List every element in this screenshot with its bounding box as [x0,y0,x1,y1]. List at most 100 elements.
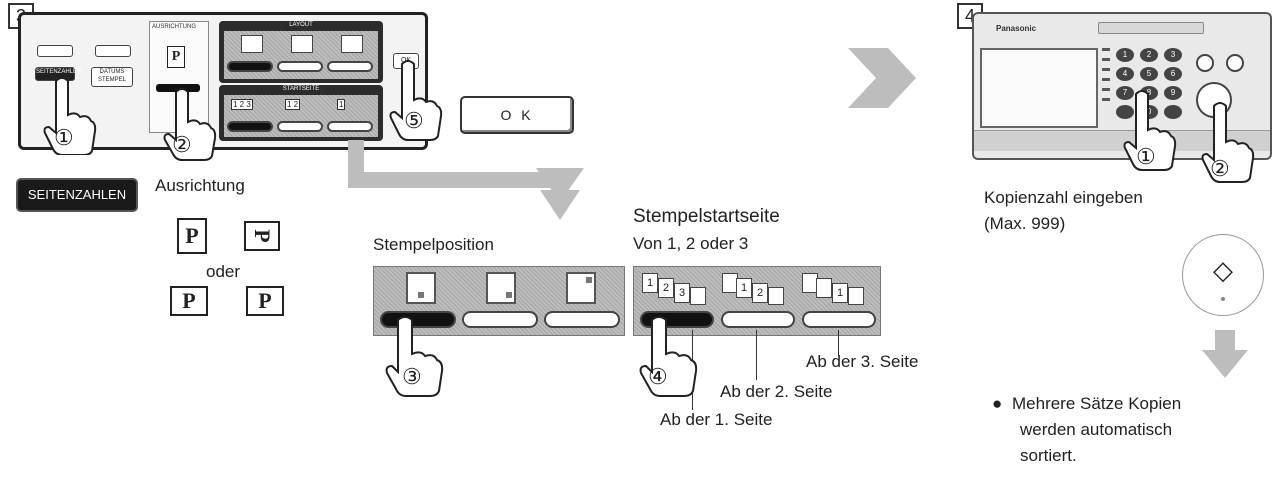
key-4[interactable]: 4 [1116,67,1134,81]
ab-der-3-seite-label: Ab der 3. Seite [806,352,919,371]
startseite-option-1[interactable] [227,121,273,132]
seitenzahlen-badge: SEITENZAHLEN [16,178,138,212]
layout-option-2[interactable] [277,61,323,72]
ab-der-1-seite-label: Ab der 1. Seite [660,410,773,429]
stempelstartseite-subtitle: Von 1, 2 oder 3 [633,234,749,253]
orientation-landscape-rotated-icon: P [246,286,284,316]
top-left-button[interactable] [37,45,73,57]
key-1[interactable]: 1 [1116,48,1134,62]
startseite-section: STARTSEITE 1 2 3 1 2 1 [219,85,383,141]
leader-line-ab2 [756,330,757,380]
start-button[interactable]: ◇ [1182,234,1264,316]
panasonic-brand-logo: Panasonic [996,24,1037,33]
position-option-3[interactable] [544,311,620,328]
orientation-landscape-p-icon: P [170,286,208,316]
key-3[interactable]: 3 [1164,48,1182,62]
key-2[interactable]: 2 [1140,48,1158,62]
finger-step4-1-number: ① [1136,144,1156,169]
note-bullet: ● [992,394,1003,413]
clear-round-button[interactable] [1196,54,1214,72]
startpage-icon-2: 1 2 [722,273,792,305]
orientation-portrait-rotated-icon: P [244,221,280,251]
finger-3-number: ③ [402,364,422,389]
display-bottom-tray [974,130,1270,151]
ausrichtung-title: AUSRICHTUNG [152,24,197,30]
reset-round-button[interactable] [1226,54,1244,72]
next-step-chevron-icon [848,48,916,108]
startpage-icon-1: 1 2 3 [642,273,712,305]
position-page-bottom-center [406,272,436,304]
startpage-1-page-c: 3 [674,283,690,303]
layout-page-3 [341,35,363,53]
layout-section: LAYOUT [219,21,383,83]
finger-step4-1-hand-icon [1123,90,1177,171]
position-page-top-right [566,272,596,304]
startseite-option-3[interactable] [327,121,373,132]
startseite-icon-3: 1 [337,99,346,110]
startseite-icon-1: 1 2 3 [231,99,253,110]
note-line-3: sortiert. [1020,446,1077,465]
key-star[interactable] [1116,105,1134,119]
lcd-display [980,48,1098,128]
seitenzahlen-button[interactable]: SEITENZAHLEN [35,67,81,81]
side-button-column [1102,48,1110,108]
stempelposition-title: Stempelposition [373,235,494,254]
startpage-option-2[interactable] [721,311,795,328]
note-line-2: werden automatisch [1020,420,1173,439]
finger-4-number: ④ [648,364,668,389]
top-indicator-strip [1098,22,1204,34]
result-down-arrow-icon [1202,330,1248,378]
finger-2-number: ② [172,132,192,157]
key-7[interactable]: 7 [1116,86,1134,100]
finger-3-hand-icon [385,316,444,397]
startpage-3-page-b [816,278,832,298]
position-page-bottom-right [486,272,516,304]
finger-step4-2-number: ② [1210,156,1230,181]
finger-5-hand-icon [389,60,443,141]
datum-stempel-button[interactable]: DATUMS STEMPEL [91,67,133,87]
startpage-1-page-a: 1 [642,273,658,293]
startpage-2-page-d [768,287,784,305]
max-999-label: (Max. 999) [984,214,1066,233]
startseite-title: STARTSEITE [282,86,320,92]
ok-button[interactable]: O K [460,96,574,134]
key-5[interactable]: 5 [1140,67,1158,81]
flow-down-arrow-icon [348,140,584,220]
startseite-option-2[interactable] [277,121,323,132]
finger-step4-2-hand-icon [1201,102,1255,183]
layout-page-2 [291,35,313,53]
startpage-3-page-c: 1 [832,283,848,303]
startpage-3-page-d [848,287,864,305]
layout-option-3[interactable] [327,61,373,72]
stempelstartseite-panel: 1 2 3 1 2 1 [633,266,881,336]
layout-page-1 [241,35,263,53]
stempelposition-panel [373,266,625,336]
finger-1-hand-icon [43,77,97,155]
ausrichtung-p-icon: P [167,46,185,68]
stempelstartseite-title: Stempelstartseite [633,206,780,227]
key-6[interactable]: 6 [1164,67,1182,81]
key-hash[interactable] [1164,105,1182,119]
finger-4-hand-icon [639,316,698,397]
ausrichtung-box: AUSRICHTUNG P [149,21,209,133]
oder-label: oder [206,262,241,281]
note-line-1: Mehrere Sätze Kopien [1012,394,1182,413]
finger-2-hand-icon [163,88,217,161]
layout-option-1[interactable] [227,61,273,72]
ab-der-2-seite-label: Ab der 2. Seite [720,382,833,401]
position-option-2[interactable] [462,311,538,328]
finger-5-number: ⑤ [404,108,424,133]
startpage-option-3[interactable] [802,311,876,328]
orientation-portrait-p-icon: P [177,218,207,254]
start-diamond-icon: ◇ [1213,255,1233,285]
ausrichtung-label: Ausrichtung [155,176,245,195]
kopienzahl-label: Kopienzahl eingeben [984,188,1143,207]
ausrichtung-select-bar[interactable] [156,84,200,92]
startseite-icon-2: 1 2 [285,99,301,110]
startpage-2-page-c: 2 [752,283,768,303]
finger-1-number: ① [54,125,74,150]
startpage-1-page-d [690,287,706,305]
layout-title: LAYOUT [289,22,313,28]
key-9[interactable]: 9 [1164,86,1182,100]
top-mid-button[interactable] [95,45,131,57]
